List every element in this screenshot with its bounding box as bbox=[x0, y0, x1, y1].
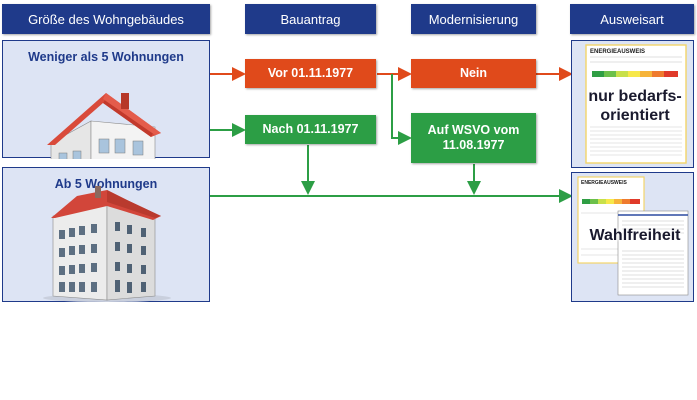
house-illustration bbox=[47, 93, 161, 159]
box-wsvo-modernization-label: Auf WSVO vom 11.08.1977 bbox=[427, 123, 520, 152]
box-after-1977: Nach 01.11.1977 bbox=[245, 115, 376, 144]
box-no-modernization-label: Nein bbox=[459, 66, 488, 80]
header-permit: Bauantrag bbox=[245, 4, 376, 34]
header-certificate-type-label: Ausweisart bbox=[600, 11, 664, 27]
panel-small-building: Weniger als 5 Wohnungen bbox=[2, 40, 210, 159]
energy-certificate-document-icon: ENERGIEAUSWEIS bbox=[585, 44, 687, 164]
header-modernization: Modernisierung bbox=[411, 4, 536, 34]
large-building-label: Ab 5 Wohnungen bbox=[54, 177, 158, 191]
certificate-title: ENERGIEAUSWEIS bbox=[590, 49, 645, 55]
stacked-certificates-icon: ENERGIEAUSWEIS bbox=[577, 176, 689, 296]
apartment-building-illustration bbox=[43, 186, 171, 302]
header-size-label: Größe des Wohngebäudes bbox=[28, 11, 184, 27]
header-size: Größe des Wohngebäudes bbox=[2, 4, 210, 34]
panel-large-building: Ab 5 Wohnungen bbox=[2, 167, 210, 302]
header-permit-label: Bauantrag bbox=[280, 11, 341, 27]
box-after-1977-label: Nach 01.11.1977 bbox=[262, 122, 359, 136]
header-modernization-label: Modernisierung bbox=[428, 11, 519, 27]
box-no-modernization: Nein bbox=[411, 59, 536, 88]
small-building-label: Weniger als 5 Wohnungen bbox=[28, 50, 184, 64]
line-before-to-wsvo bbox=[391, 74, 412, 145]
certificate-free-choice: ENERGIEAUSWEIS Wahlfreiheit bbox=[571, 172, 694, 302]
certificate-title-small: ENERGIEAUSWEIS bbox=[581, 180, 628, 186]
free-choice-label: Wahlfreiheit bbox=[589, 227, 681, 244]
box-before-1977: Vor 01.11.1977 bbox=[245, 59, 376, 88]
box-wsvo-modernization: Auf WSVO vom 11.08.1977 bbox=[411, 113, 536, 163]
box-before-1977-label: Vor 01.11.1977 bbox=[267, 66, 354, 80]
header-certificate-type: Ausweisart bbox=[570, 4, 694, 34]
demand-only-label: nur bedarfs-orientiert bbox=[588, 88, 682, 124]
certificate-demand-only: ENERGIEAUSWEIS nur bedarfs-orientiert bbox=[571, 40, 694, 168]
